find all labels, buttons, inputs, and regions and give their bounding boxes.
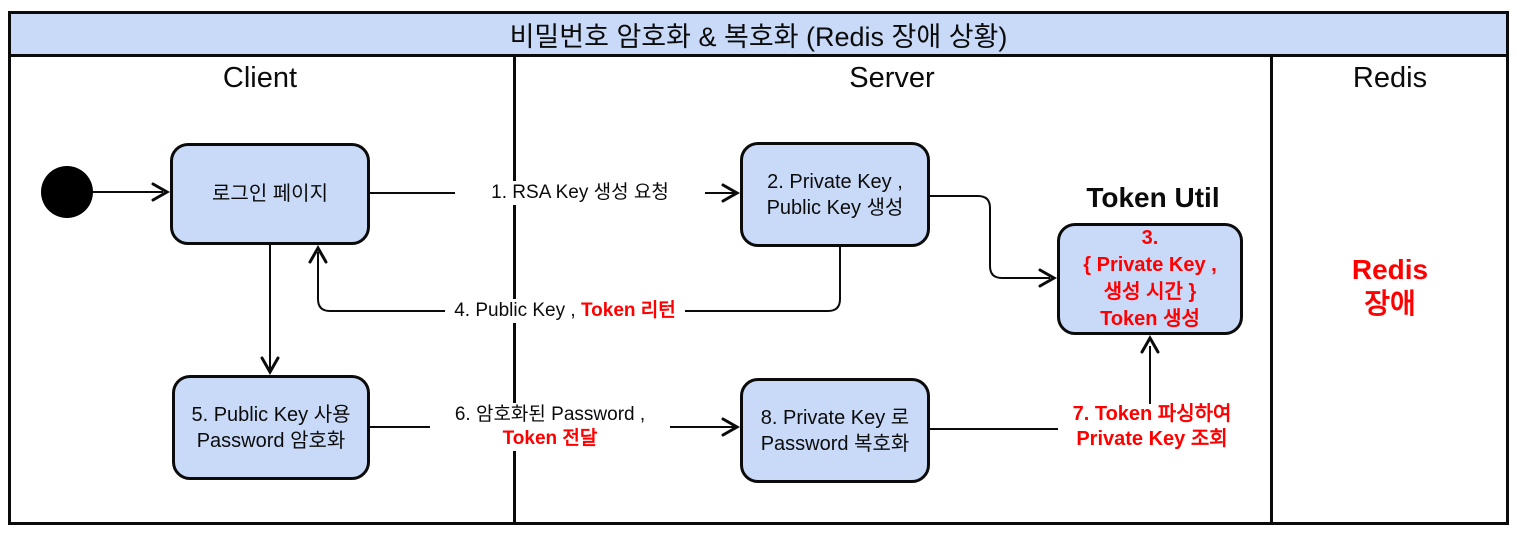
edge-2to3-arrowhead <box>1038 268 1058 288</box>
edge-4-label-black: 4. Public Key , <box>454 300 581 321</box>
edge-2to3-path <box>930 195 1050 279</box>
lane-divider-client-server <box>513 57 516 522</box>
edge-4-arrowhead <box>308 244 328 264</box>
node-token-create: 3. { Private Key , 생성 시간 } Token 생성 <box>1057 223 1243 335</box>
token-util-title: Token Util <box>1086 182 1220 213</box>
edge-1-label: 1. RSA Key 생성 요청 <box>455 181 705 205</box>
edge-4-label-red: Token 리턴 <box>580 300 676 321</box>
node-login-page: 로그인 페이지 <box>170 143 370 245</box>
node-keygen: 2. Private Key , Public Key 생성 <box>740 142 930 247</box>
start-arrowhead <box>151 182 171 202</box>
edge-7-label: 7. Token 파싱하여 Private Key 조회 <box>1072 403 1232 450</box>
edge-6-label-red: Token 전달 <box>502 428 598 449</box>
edge-7-arrowhead <box>1140 334 1160 354</box>
node-decrypt-password: 8. Private Key 로 Password 복호화 <box>740 378 930 483</box>
edge-6-label: 6. 암호화된 Password , Token 전달 <box>430 403 670 451</box>
diagram-title: 비밀번호 암호화 & 복호화 (Redis 장애 상황) <box>509 21 1008 52</box>
diagram-title-bar: 비밀번호 암호화 & 복호화 (Redis 장애 상황) <box>8 11 1509 57</box>
edge-1-arrowhead <box>721 183 741 203</box>
redis-failure-text: Redis 장애 <box>1351 254 1429 319</box>
lane-divider-server-redis <box>1270 57 1273 522</box>
lane-header-client: Client <box>222 62 298 94</box>
node-encrypt-password: 5. Public Key 사용 Password 암호화 <box>172 375 370 480</box>
lane-header-redis: Redis <box>1352 62 1428 94</box>
start-node-circle <box>41 166 93 218</box>
edge-4-label: 4. Public Key , Token 리턴 <box>445 299 685 323</box>
edge-6-arrowhead <box>721 417 741 437</box>
lane-header-server: Server <box>849 62 935 94</box>
edge-6-label-black: 6. 암호화된 Password , <box>454 404 646 425</box>
edge-5-arrowhead <box>260 356 280 376</box>
